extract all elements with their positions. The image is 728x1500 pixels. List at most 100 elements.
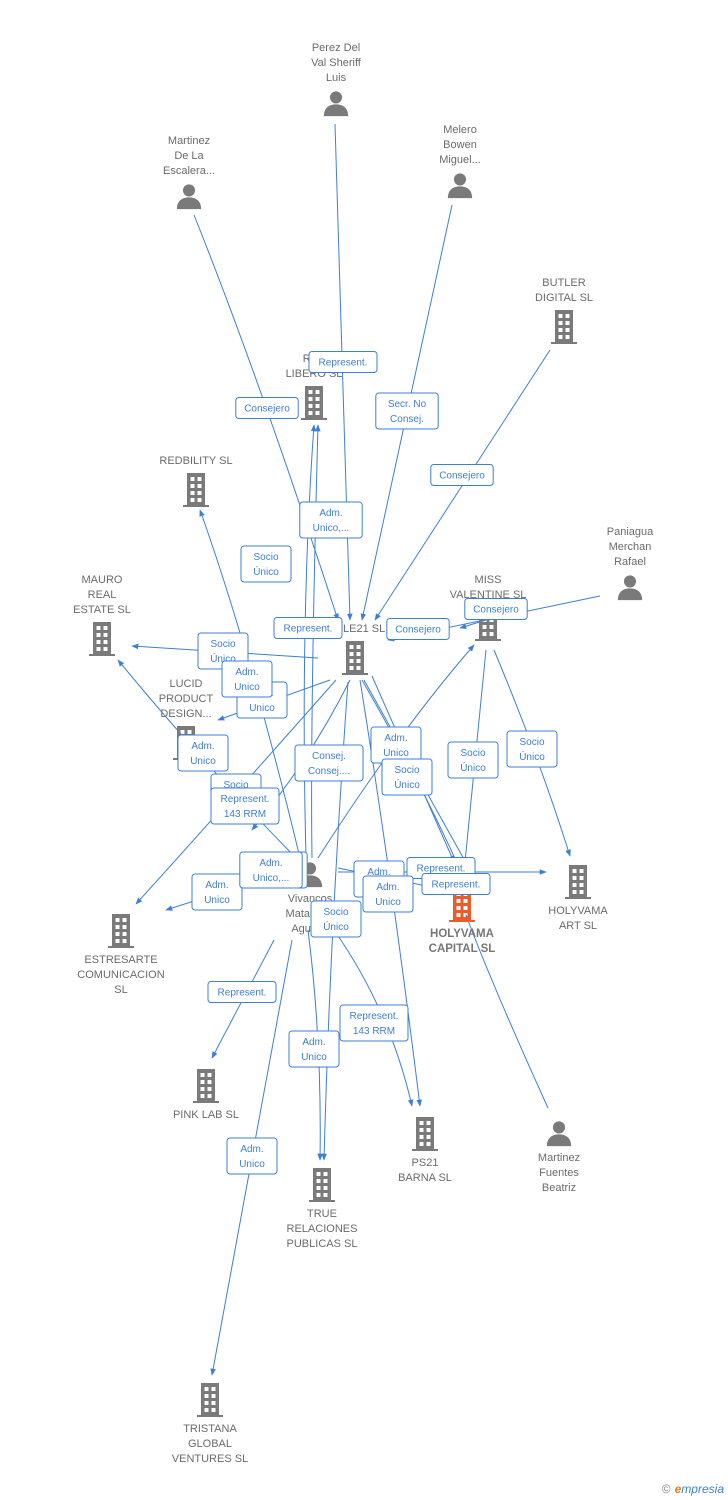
building-icon bbox=[197, 1383, 223, 1417]
edge-label-text: Adm. bbox=[302, 1037, 325, 1048]
person-icon bbox=[447, 173, 473, 199]
edge-label[interactable]: Represent.143 RRM bbox=[339, 1004, 409, 1042]
node-label: COMUNICACION bbox=[77, 969, 164, 981]
edge-label[interactable]: Adm.Unico bbox=[191, 873, 243, 911]
node-label: Luis bbox=[326, 72, 347, 84]
relationship-edge bbox=[465, 914, 549, 1109]
edge-label[interactable]: Consej. Consej.... bbox=[294, 744, 364, 782]
edge-label[interactable]: Adm.Unico bbox=[362, 875, 414, 913]
node-label: Perez Del bbox=[312, 42, 360, 54]
node-label: Rafael bbox=[614, 556, 646, 568]
node-estresarte[interactable]: ESTRESARTE COMUNICACION SL bbox=[77, 914, 165, 996]
edge-label[interactable]: Represent. bbox=[308, 351, 378, 373]
node-label: Martinez bbox=[538, 1152, 580, 1164]
edge-label-text: Secr. No bbox=[388, 399, 427, 410]
edge-label-text: Socio bbox=[253, 552, 278, 563]
node-label: HOLYVAMA bbox=[548, 905, 608, 917]
edge-label[interactable]: Adm. Unico bbox=[288, 1030, 340, 1068]
edge-label[interactable]: Represent. bbox=[207, 981, 277, 1003]
edge-label[interactable]: Represent. bbox=[273, 617, 343, 639]
node-label: BUTLER bbox=[542, 277, 585, 289]
node-label: Martinez bbox=[168, 135, 210, 147]
node-le21[interactable]: LE21 SL bbox=[342, 623, 385, 675]
node-label: PRODUCT bbox=[159, 693, 214, 705]
edge-label-text: Único bbox=[460, 761, 486, 774]
edge-label-text: Unico,... bbox=[313, 523, 350, 534]
building-icon bbox=[565, 865, 591, 899]
node-label: CAPITAL SL bbox=[429, 943, 496, 955]
building-icon bbox=[301, 386, 327, 420]
edge-label[interactable]: Consejero bbox=[464, 598, 528, 620]
node-label: VENTURES SL bbox=[172, 1453, 248, 1465]
node-label: Bowen bbox=[443, 139, 477, 151]
node-label: SL bbox=[114, 984, 127, 996]
edge-label[interactable]: Adm.Unico bbox=[177, 734, 229, 772]
node-label: BARNA SL bbox=[398, 1172, 452, 1184]
edge-label-text: Represent. bbox=[432, 880, 481, 891]
node-label: PINK LAB SL bbox=[173, 1109, 239, 1121]
edge-label-text: Consej. bbox=[390, 414, 424, 425]
edge-label-text: Consejero bbox=[439, 471, 485, 482]
node-melero[interactable]: MeleroBowenMiguel... bbox=[439, 124, 481, 199]
edge-label-text: Consejero bbox=[473, 605, 519, 616]
edge-label[interactable]: Consejero bbox=[430, 464, 494, 486]
node-label: Paniagua bbox=[607, 526, 654, 538]
edge-label-text: Consej. bbox=[312, 751, 346, 762]
edge-label-text: Adm. bbox=[235, 667, 258, 678]
node-label: DIGITAL SL bbox=[535, 292, 593, 304]
edge-label-text: Unico bbox=[375, 897, 401, 908]
node-label: ESTRESARTE bbox=[84, 954, 157, 966]
node-label: PUBLICAS SL bbox=[287, 1238, 358, 1250]
edge-label[interactable]: Adm.Unico,... bbox=[239, 851, 303, 889]
edge-label[interactable]: Represent.143 RRM bbox=[210, 787, 280, 825]
edge-label-text: Adm. bbox=[319, 508, 342, 519]
edge-label[interactable]: Represent. bbox=[421, 873, 491, 895]
edge-label[interactable]: Consejero bbox=[386, 618, 450, 640]
building-icon bbox=[412, 1117, 438, 1151]
edge-label-text: Unico bbox=[249, 703, 275, 714]
edge-label[interactable]: Adm.Unico bbox=[226, 1137, 278, 1175]
edge-label[interactable]: Adm.Unico bbox=[370, 726, 422, 764]
node-label: De La bbox=[174, 150, 204, 162]
person-icon bbox=[176, 184, 202, 210]
empresia-watermark[interactable]: ©empresia bbox=[662, 1482, 724, 1496]
edge-label[interactable]: Secr. No Consej. bbox=[375, 392, 439, 430]
node-redbility[interactable]: REDBILITY SL bbox=[159, 455, 233, 507]
edge-label-text: Socio bbox=[210, 639, 235, 650]
edge-label[interactable]: Adm. Unico,... bbox=[299, 501, 363, 539]
node-pinklab[interactable]: PINK LAB SL bbox=[173, 1069, 239, 1121]
node-lucid[interactable]: LUCIDPRODUCTDESIGN... bbox=[159, 678, 214, 760]
node-butler[interactable]: BUTLER DIGITAL SL bbox=[535, 277, 593, 344]
node-label: TRUE bbox=[307, 1208, 337, 1220]
person-icon bbox=[546, 1121, 572, 1147]
edge-label-text: Consej.... bbox=[308, 766, 350, 777]
edge-label-text: Adm. bbox=[259, 858, 282, 869]
person-icon bbox=[617, 575, 643, 601]
edge-label[interactable]: Adm.Unico bbox=[221, 660, 273, 698]
building-icon bbox=[108, 914, 134, 948]
edge-label-text: Unico bbox=[383, 748, 409, 759]
edge-label-text: Unico bbox=[301, 1052, 327, 1063]
empresia-logo-text: mpresia bbox=[681, 1482, 724, 1496]
edge-label-text: Socio bbox=[519, 737, 544, 748]
edge-label[interactable]: Consejero bbox=[235, 397, 299, 419]
